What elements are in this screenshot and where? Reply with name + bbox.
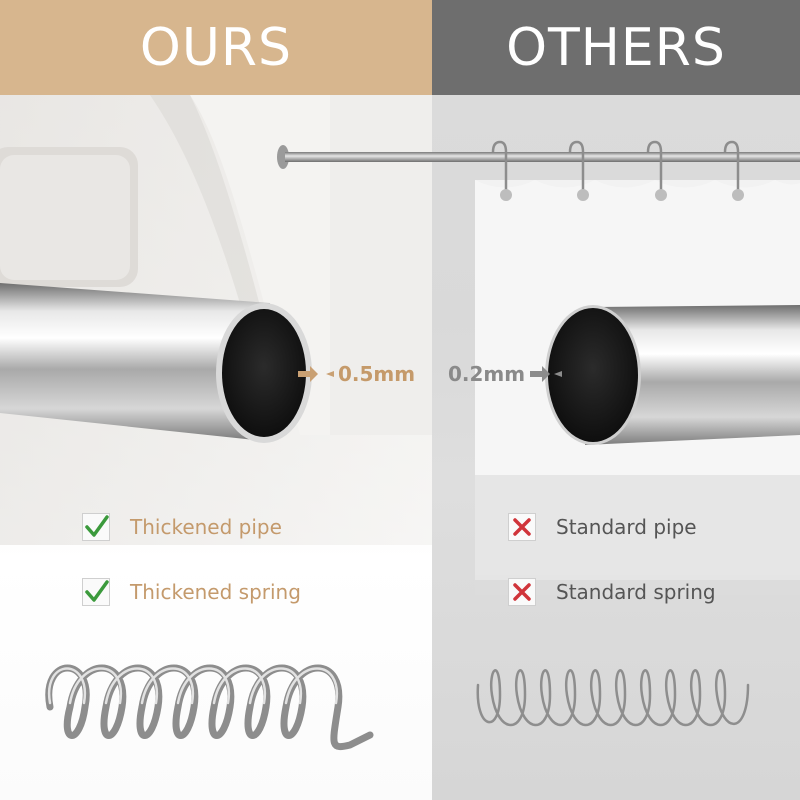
others-feature-pipe: Standard pipe (508, 513, 697, 541)
curtain-rod (277, 140, 800, 201)
thick-pipe (0, 283, 312, 443)
thickness-arrow-others (530, 366, 562, 382)
ours-feature-pipe: Thickened pipe (82, 513, 282, 541)
thick-spring (45, 664, 374, 751)
ours-thickness-label: 0.5mm (338, 362, 416, 386)
others-thickness-label: 0.2mm (448, 362, 526, 386)
ours-banner: OURS (0, 0, 432, 95)
others-feature-spring-label: Standard spring (556, 580, 716, 604)
others-feature-pipe-label: Standard pipe (556, 515, 697, 539)
cross-icon (508, 578, 536, 606)
checkmark-icon (82, 513, 110, 541)
thin-pipe (545, 305, 800, 445)
others-banner: OTHERS (432, 0, 800, 95)
ours-title: OURS (139, 17, 293, 78)
thick-spring-highlight (47, 667, 339, 705)
thin-spring (476, 669, 750, 727)
others-title: OTHERS (506, 17, 726, 78)
ours-feature-spring-label: Thickened spring (130, 580, 301, 604)
thickness-arrow-ours (298, 366, 334, 382)
others-feature-spring: Standard spring (508, 578, 716, 606)
product-scene (0, 95, 800, 751)
checkmark-icon (82, 578, 110, 606)
cross-icon (508, 513, 536, 541)
ours-feature-spring: Thickened spring (82, 578, 301, 606)
ours-feature-pipe-label: Thickened pipe (130, 515, 282, 539)
